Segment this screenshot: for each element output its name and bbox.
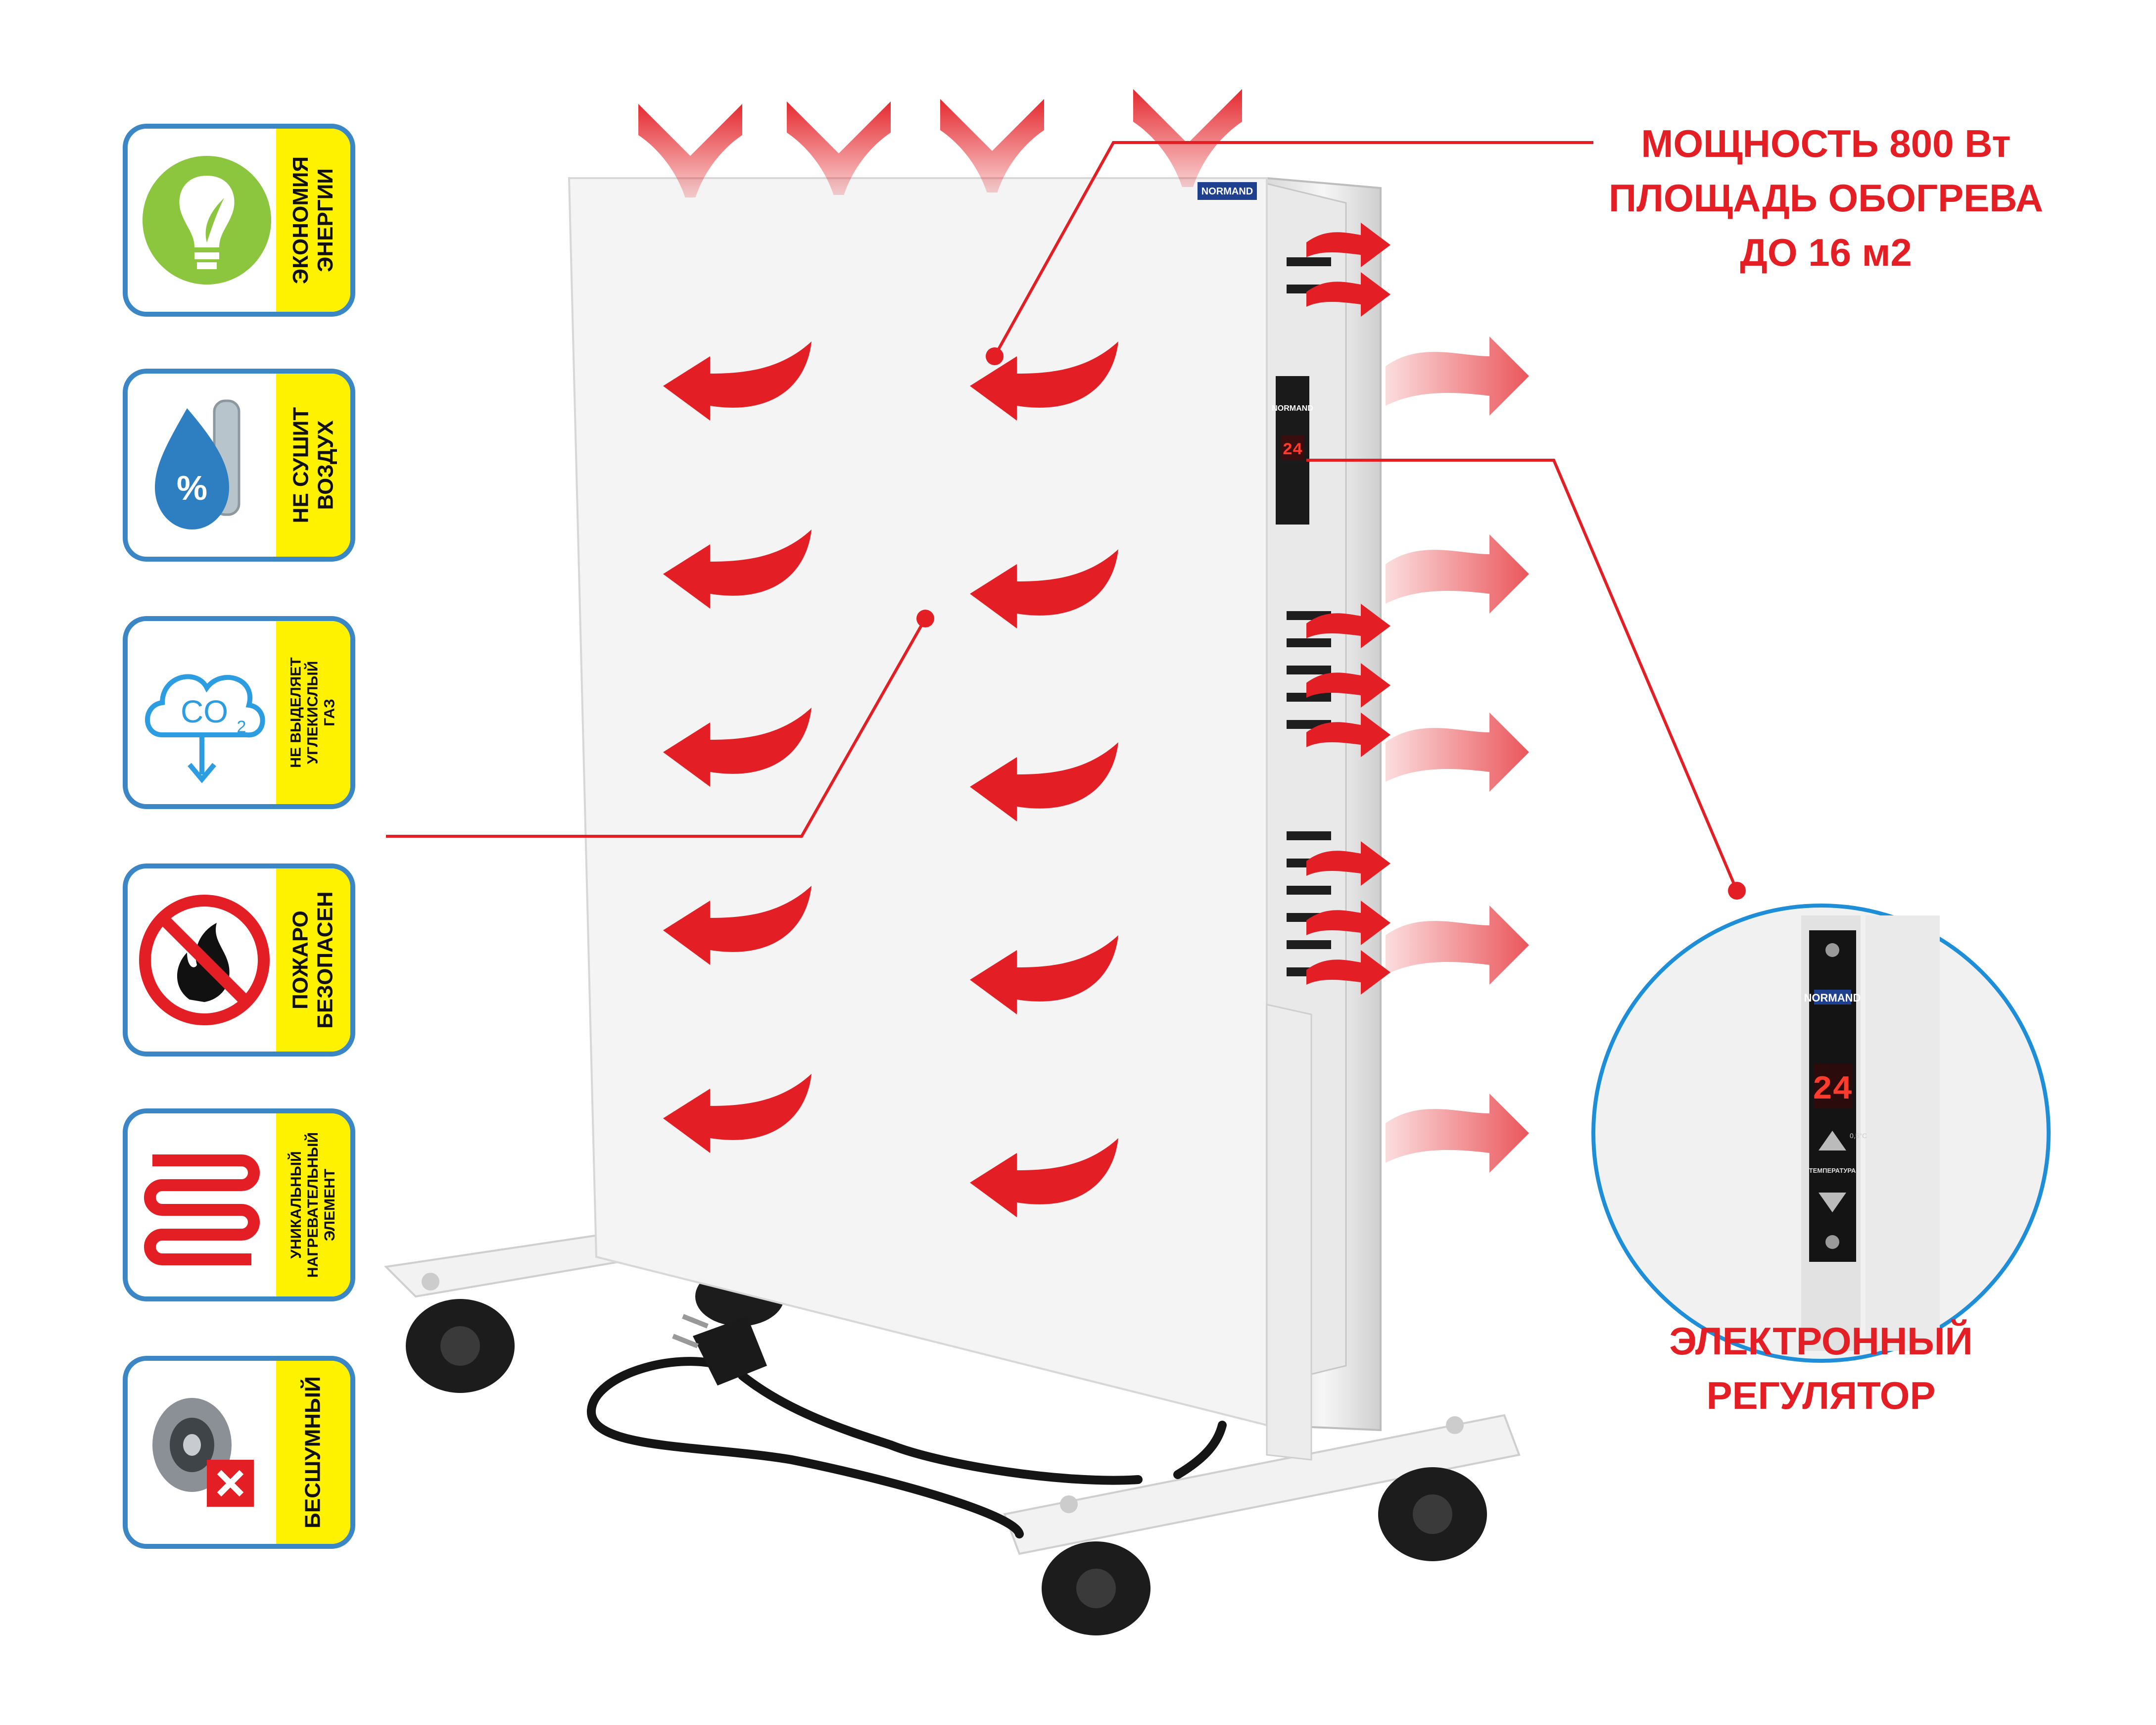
lightbulb-leaf-icon	[128, 129, 276, 312]
brand-tag	[1198, 182, 1257, 200]
regulator-callout-line: ЭЛЕКТРОННЫЙ	[1669, 1319, 1973, 1363]
regulator-callout-line: РЕГУЛЯТОР	[1706, 1374, 1936, 1417]
feature-label-strip: ЭКОНОМИЯ ЭНЕРГИИ	[276, 129, 350, 312]
control-brand-text: NORMAND	[1272, 404, 1313, 413]
feature-card-air: % НЕ СУШИТ ВОЗДУХ	[123, 369, 355, 562]
power-callout-line: ПЛОЩАДЬ ОБОГРЕВА	[1609, 176, 2043, 220]
feature-label-strip: НЕ ВЫДЕЛЯЕТ УГЛЕКИСЛЫЙ ГАЗ	[276, 621, 350, 804]
feature-card-element: УНИКАЛЬНЫЙ НАГРЕВАТЕЛЬНЫЙ ЭЛЕМЕНТ	[123, 1108, 355, 1301]
svg-text:CO: CO	[181, 694, 228, 729]
feature-card-silent: БЕСШУМНЫЙ	[123, 1356, 355, 1549]
feature-label: ПОЖАРО БЕЗОПАСЕН	[288, 891, 338, 1029]
feature-label-strip: УНИКАЛЬНЫЙ НАГРЕВАТЕЛЬНЫЙ ЭЛЕМЕНТ	[276, 1113, 350, 1296]
leader-dot	[1730, 884, 1744, 898]
feature-label-strip: БЕСШУМНЫЙ	[276, 1361, 350, 1544]
feature-card-co2: CO 2 НЕ ВЫДЕЛЯЕТ УГЛЕКИСЛЫЙ ГАЗ	[123, 616, 355, 809]
water-drop-thermometer-icon: %	[128, 374, 276, 557]
control-display-text: 24	[1283, 441, 1303, 460]
power-plug	[672, 1314, 767, 1386]
zoom-display-text: 24	[1812, 1071, 1853, 1109]
power-callout-line: МОЩНОСТЬ 800 Вт	[1641, 122, 2011, 165]
power-callout-line: ДО 16 м2	[1740, 231, 1912, 274]
feature-card-energy: ЭКОНОМИЯ ЭНЕРГИИ	[123, 124, 355, 317]
zoom-temp-text: ТЕМПЕРАТУРА	[1809, 1167, 1856, 1174]
zoom-brand-text: NORMAND	[1804, 992, 1861, 1004]
leader-dot	[918, 612, 932, 625]
power-cord	[587, 1357, 1227, 1538]
muted-speaker-icon	[128, 1361, 276, 1544]
panel-brand-text: NORMAND	[1201, 186, 1253, 197]
feature-label-strip: ПОЖАРО БЕЗОПАСЕН	[276, 868, 350, 1052]
feature-label: УНИКАЛЬНЫЙ НАГРЕВАТЕЛЬНЫЙ ЭЛЕМЕНТ	[288, 1132, 338, 1278]
regulator-zoom-circle	[1591, 904, 2051, 1363]
heating-coil-icon	[128, 1113, 276, 1296]
regulator-callout: ЭЛЕКТРОННЫЙ РЕГУЛЯТОР	[1574, 1314, 2068, 1423]
feature-label: НЕ СУШИТ ВОЗДУХ	[288, 407, 338, 524]
feature-card-fire: ПОЖАРО БЕЗОПАСЕН	[123, 863, 355, 1056]
zoom-step-text: 0,5°C	[1850, 1132, 1867, 1140]
control-unit[interactable]	[1276, 376, 1309, 525]
feature-label-strip: НЕ СУШИТ ВОЗДУХ	[276, 374, 350, 557]
callout-leaders	[386, 141, 1746, 900]
co2-cloud-icon: CO 2	[128, 621, 276, 804]
feature-label: НЕ ВЫДЕЛЯЕТ УГЛЕКИСЛЫЙ ГАЗ	[288, 657, 338, 768]
stand-legs	[383, 1231, 1521, 1555]
leader-dot	[988, 349, 1002, 363]
svg-text:%: %	[177, 469, 207, 507]
power-callout: МОЩНОСТЬ 800 Вт ПЛОЩАДЬ ОБОГРЕВА ДО 16 м…	[1529, 116, 2123, 280]
no-fire-icon	[128, 868, 276, 1052]
svg-text:2: 2	[237, 718, 246, 736]
feature-label: БЕСШУМНЫЙ	[301, 1376, 325, 1529]
feature-label: ЭКОНОМИЯ ЭНЕРГИИ	[288, 156, 338, 285]
heat-arrows-right	[1386, 336, 1529, 1173]
